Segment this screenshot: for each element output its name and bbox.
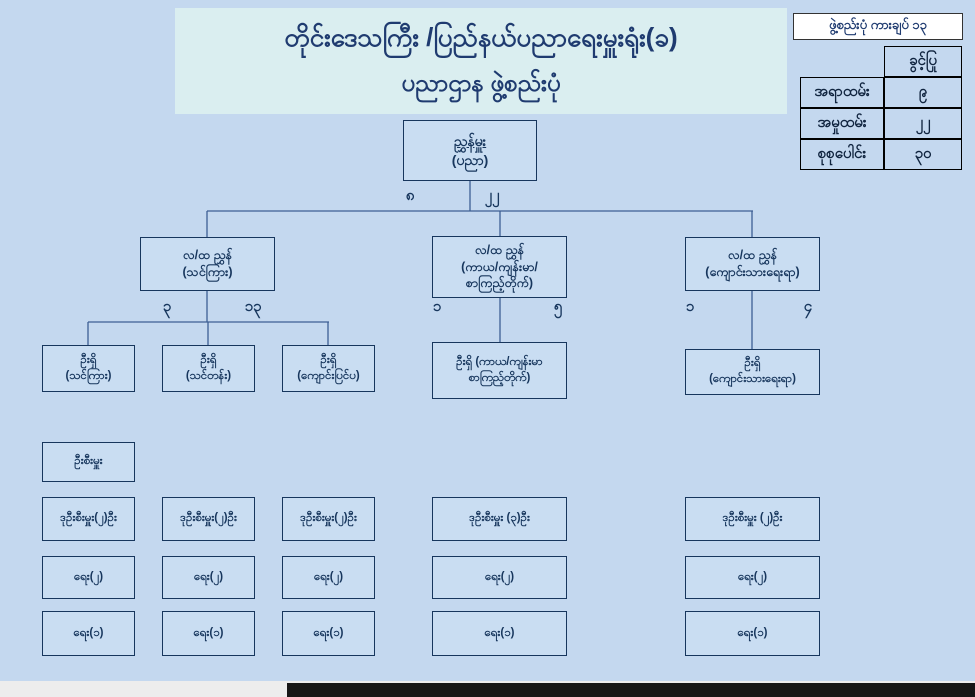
count-branch2-right: ၅ [553, 298, 563, 315]
org-box-director: ညွှန်မှူး (ပညာ) [403, 120, 537, 181]
org-box-officer2-subtitle: (သင်တန်း) [185, 369, 232, 382]
summary-row-value-staff: ၂၂ [884, 108, 962, 139]
org-box-clerk1-2: ရေး(၁) [162, 611, 255, 656]
org-box-deputy-1-title: ဒုဦးစီးမှူး(၂)ဦး [60, 512, 117, 525]
org-box-clerk1-1: ရေး(၁) [42, 611, 135, 656]
summary-row-label-total: စုစုပေါင်း [800, 139, 884, 170]
count-branch2-left: ၁ [432, 298, 442, 315]
org-box-deputy-1: ဒုဦးစီးမှူး(၂)ဦး [42, 497, 135, 541]
org-box-clerk2-3: ရေး(၂) [282, 556, 375, 599]
org-box-ad3-title: လ/ထ ညွှန် [727, 248, 778, 263]
summary-row-value-officers: ၉ [884, 77, 962, 108]
org-box-assistant-director-physical-health-library: လ/ထ ညွှန် (ကာယ/ကျန်းမာ/ စာကြည့်တိုက်) [432, 236, 567, 298]
org-box-ad2-subtitle2: စာကြည့်တိုက်) [465, 276, 534, 291]
summary-row-value-total: ၃၀ [884, 139, 962, 170]
org-box-clerk1-2-title: ရေး(၁) [193, 626, 224, 639]
org-box-officer4-title: ဦးရှိ (ကာယ/ကျန်းမာ [456, 355, 543, 368]
chart-title-line1: တိုင်းဒေသကြီး /ပြည်နယ်ပညာရေးမှူးရုံး(ခ) [284, 21, 678, 52]
taskbar-strip [287, 683, 975, 697]
org-box-clerk2-2: ရေး(၂) [162, 556, 255, 599]
org-box-officer1-subtitle: (သင်ကြား) [65, 369, 112, 382]
legend-caption: ဖွဲ့စည်းပုံ ကားချပ် ၁၃ [793, 13, 963, 40]
org-box-clerk2-4-title: ရေး(၂) [484, 570, 515, 583]
org-box-clerk2-1-title: ရေး(၂) [73, 570, 104, 583]
summary-col-header: ခွင့်ပြု [884, 46, 962, 77]
count-branch3-right: ၄ [803, 298, 813, 315]
org-box-deputy-2: ဒုဦးစီးမှူး(၂)ဦး [162, 497, 255, 541]
org-box-clerk1-3: ရေး(၁) [282, 611, 375, 656]
count-branch1-left: ၃ [162, 298, 172, 315]
org-box-clerk1-5-title: ရေး(၁) [737, 626, 768, 639]
org-box-deputy-3: ဒုဦးစီးမှူး(၂)ဦး [282, 497, 375, 541]
chart-title-line2: ပညာဌာန ဖွဲ့စည်းပုံ [401, 69, 561, 97]
org-box-clerk2-4: ရေး(၂) [432, 556, 567, 599]
org-box-clerk1-5: ရေး(၁) [685, 611, 820, 656]
org-box-officer-nonformal: ဦးရှိ (ကျောင်းပြင်ပ) [282, 345, 375, 392]
org-box-officer-student-affairs: ဦးရှိ (ကျောင်းသားရေးရာ) [685, 349, 820, 395]
count-root-right: ၂၂ [484, 187, 500, 204]
chart-title-block: တိုင်းဒေသကြီး /ပြည်နယ်ပညာရေးမှူးရုံး(ခ) … [175, 8, 787, 114]
org-box-deputy-4-title: ဒုဦးစီးမှူး (၃)ဦး [469, 512, 530, 525]
org-box-officer1-title: ဦးရှိ [80, 353, 97, 366]
org-box-staff-officer-title: ဦးစီးမှူး [74, 455, 103, 468]
org-box-deputy-5-title: ဒုဦးစီးမှူး (၂)ဦး [722, 512, 783, 525]
org-box-officer4-subtitle: စာကြည့်တိုက်) [468, 371, 531, 384]
org-box-director-subtitle: (ပညာ) [451, 151, 489, 168]
org-box-ad2-title: လ/ထ ညွှန် [474, 242, 525, 257]
org-box-clerk1-1-title: ရေး(၁) [73, 626, 104, 639]
org-box-clerk2-5-title: ရေး(၂) [737, 570, 768, 583]
org-box-staff-officer: ဦးစီးမှူး [42, 442, 135, 482]
legend-caption-text: ဖွဲ့စည်းပုံ ကားချပ် ၁၃ [828, 17, 928, 32]
org-box-clerk2-5: ရေး(၂) [685, 556, 820, 599]
org-box-ad1-title: လ/ထ ညွှန် [182, 248, 233, 263]
org-box-ad2-subtitle: (ကာယ/ကျန်းမာ/ [461, 259, 538, 274]
org-box-officer5-title: ဦးရှိ [744, 357, 761, 370]
count-root-left: ၈ [405, 187, 415, 204]
org-box-clerk2-3-title: ရေး(၂) [313, 570, 344, 583]
org-box-deputy-4: ဒုဦးစီးမှူး (၃)ဦး [432, 497, 567, 541]
summary-row-label-officers: အရာထမ်း [800, 77, 884, 108]
org-box-assistant-director-student-affairs: လ/ထ ညွှန် (ကျောင်းသားရေးရာ) [685, 237, 820, 291]
org-box-clerk2-1: ရေး(၂) [42, 556, 135, 599]
count-branch3-left: ၁ [685, 298, 695, 315]
org-box-deputy-3-title: ဒုဦးစီးမှူး(၂)ဦး [300, 512, 357, 525]
summary-row-label-staff: အမှုထမ်း [800, 108, 884, 139]
org-box-clerk1-4: ရေး(၁) [432, 611, 567, 656]
org-box-officer3-title: ဦးရှိ [320, 353, 337, 366]
org-box-ad1-subtitle: (သင်ကြား) [182, 265, 233, 279]
org-box-ad3-subtitle: (ကျောင်းသားရေးရာ) [705, 265, 800, 279]
org-box-officer3-subtitle: (ကျောင်းပြင်ပ) [297, 369, 360, 382]
org-box-deputy-5: ဒုဦးစီးမှူး (၂)ဦး [685, 497, 820, 541]
org-box-clerk1-3-title: ရေး(၁) [313, 626, 344, 639]
org-box-officer-training: ဦးရှိ (သင်တန်း) [162, 345, 255, 392]
count-branch1-right: ၁၃ [244, 298, 262, 315]
org-box-director-title: ညွှန်မှူး [453, 132, 487, 149]
org-box-clerk1-4-title: ရေး(၁) [484, 626, 515, 639]
org-box-officer2-title: ဦးရှိ [200, 353, 217, 366]
org-box-officer-physical-health-library: ဦးရှိ (ကာယ/ကျန်းမာ စာကြည့်တိုက်) [432, 342, 567, 399]
org-box-assistant-director-teaching: လ/ထ ညွှန် (သင်ကြား) [140, 237, 275, 291]
org-box-officer-teaching: ဦးရှိ (သင်ကြား) [42, 345, 135, 392]
org-box-officer5-subtitle: (ကျောင်းသားရေးရာ) [709, 373, 796, 385]
org-box-deputy-2-title: ဒုဦးစီးမှူး(၂)ဦး [180, 512, 237, 525]
org-box-clerk2-2-title: ရေး(၂) [193, 570, 224, 583]
